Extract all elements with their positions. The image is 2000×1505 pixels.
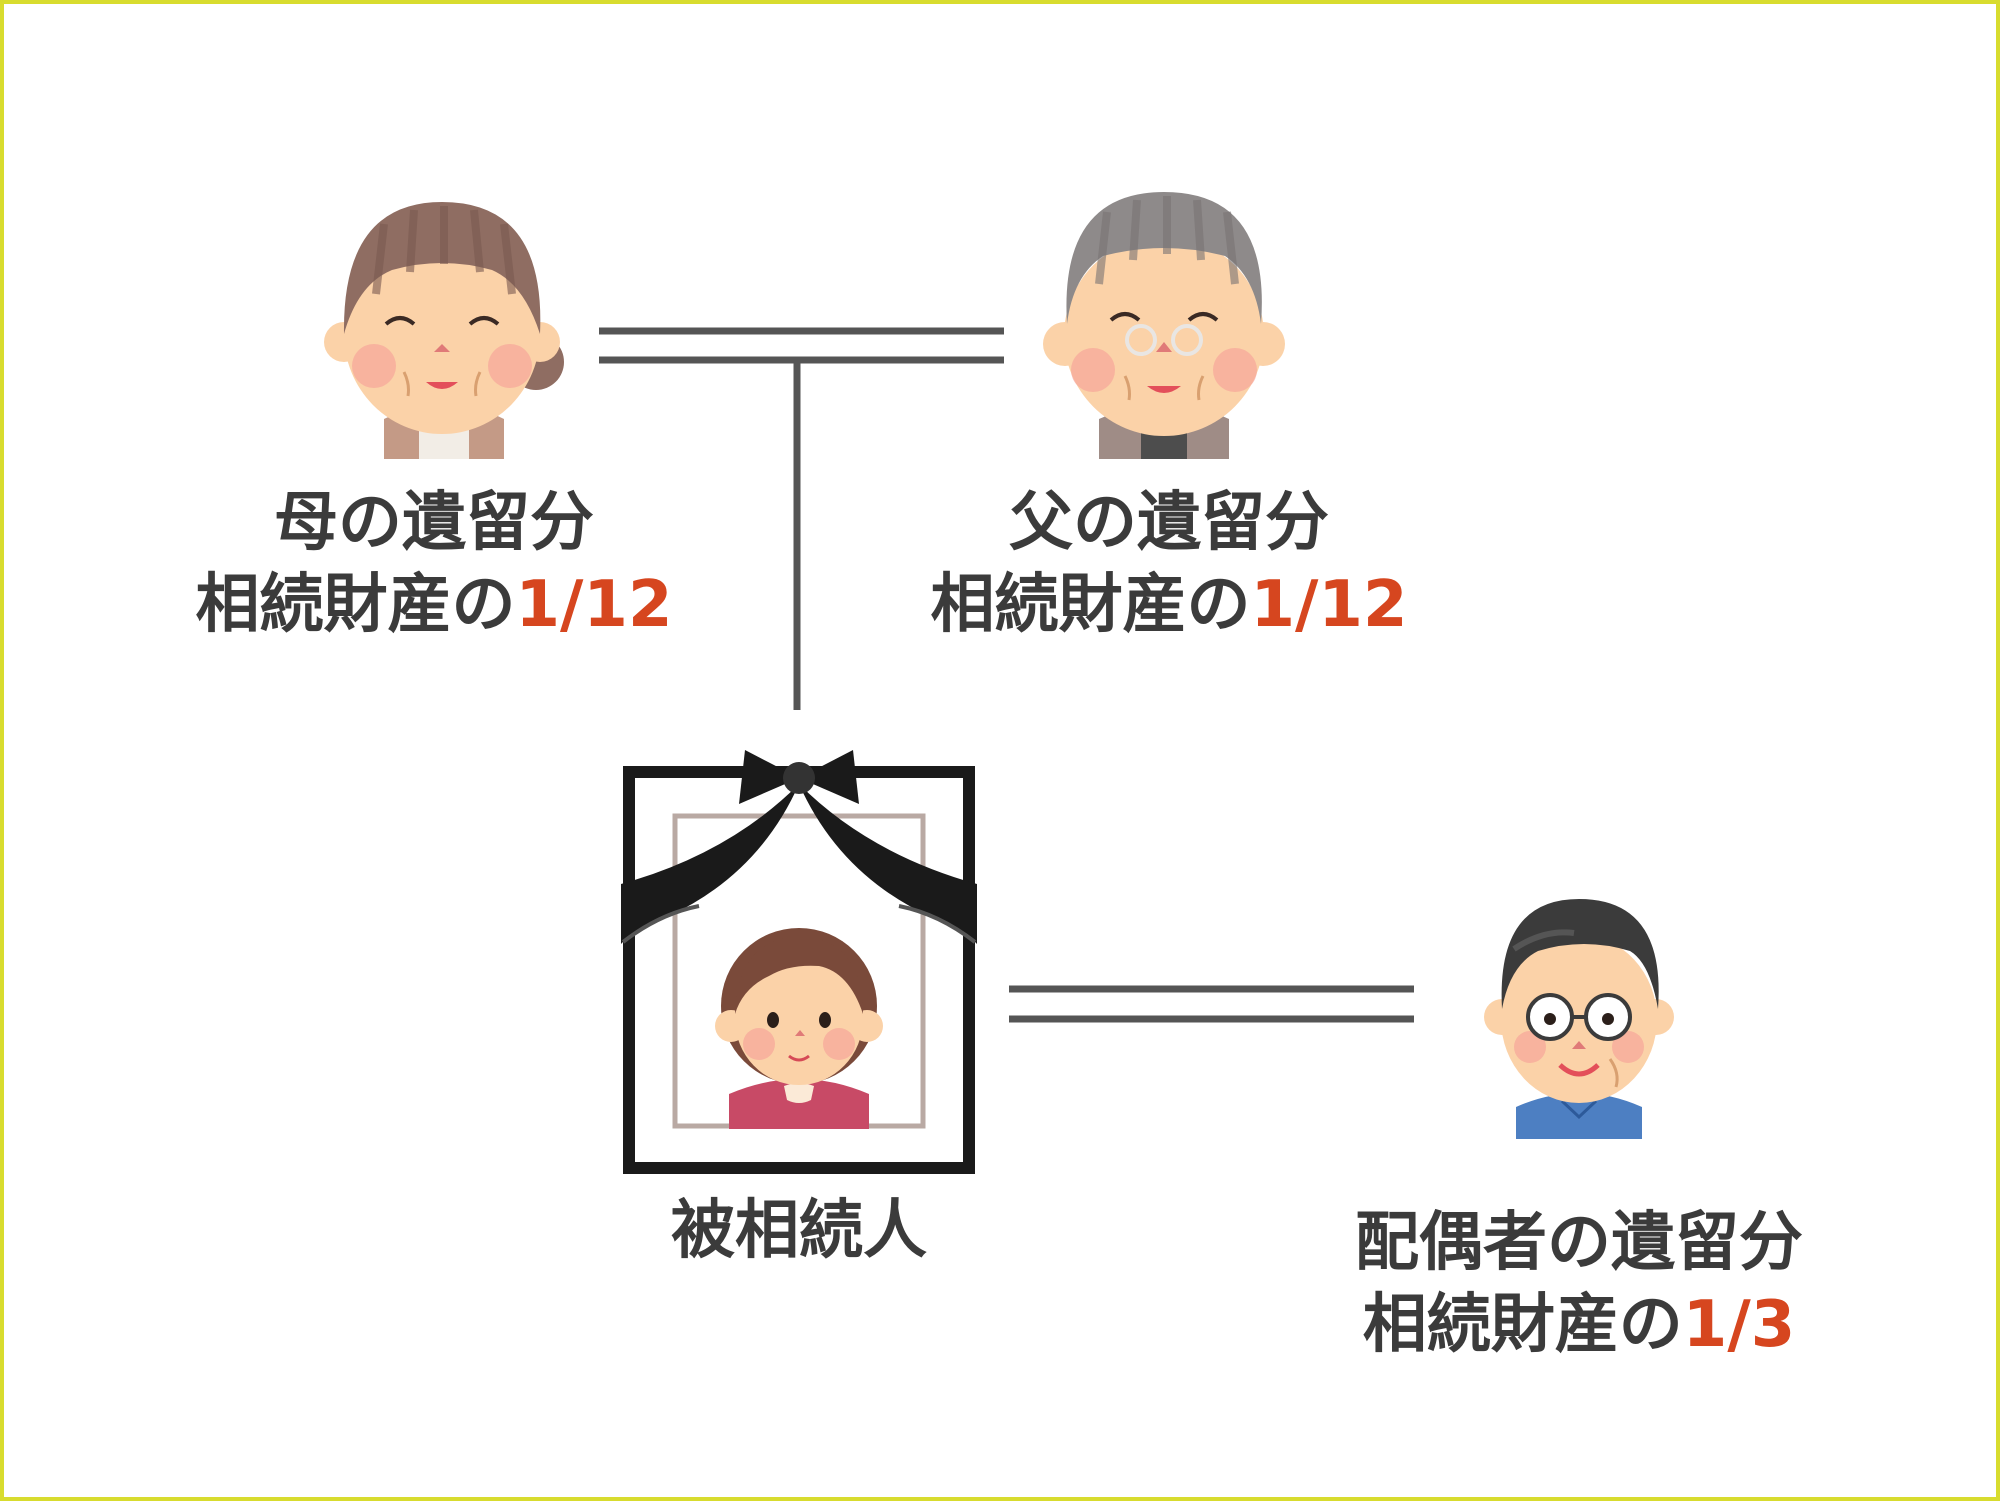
father-share: 相続財産の1/12 xyxy=(919,564,1419,646)
mother-share-prefix: 相続財産の xyxy=(195,568,516,642)
grandfather-icon xyxy=(1043,192,1285,459)
connector-lines xyxy=(599,327,1414,1023)
mother-share: 相続財産の1/12 xyxy=(184,564,684,646)
spouse-share: 相続財産の1/3 xyxy=(1304,1284,1854,1366)
decedent-label: 被相続人 xyxy=(599,1190,999,1272)
grandmother-icon xyxy=(324,202,564,459)
spouse-title: 配偶者の遺留分 xyxy=(1355,1206,1803,1280)
father-title: 父の遺留分 xyxy=(1009,486,1329,560)
father-share-fraction: 1/12 xyxy=(1250,568,1408,642)
memorial-portrait-icon xyxy=(621,750,977,1174)
spouse-share-prefix: 相続財産の xyxy=(1362,1288,1683,1362)
mother-share-fraction: 1/12 xyxy=(515,568,673,642)
decedent-title: 被相続人 xyxy=(671,1194,927,1268)
spouse-share-fraction: 1/3 xyxy=(1682,1288,1796,1362)
mother-label: 母の遺留分 相続財産の1/12 xyxy=(184,482,684,646)
father-share-prefix: 相続財産の xyxy=(930,568,1251,642)
mother-title: 母の遺留分 xyxy=(274,486,594,560)
spouse-label: 配偶者の遺留分 相続財産の1/3 xyxy=(1304,1202,1854,1366)
father-label: 父の遺留分 相続財産の1/12 xyxy=(919,482,1419,646)
husband-icon xyxy=(1484,899,1674,1139)
